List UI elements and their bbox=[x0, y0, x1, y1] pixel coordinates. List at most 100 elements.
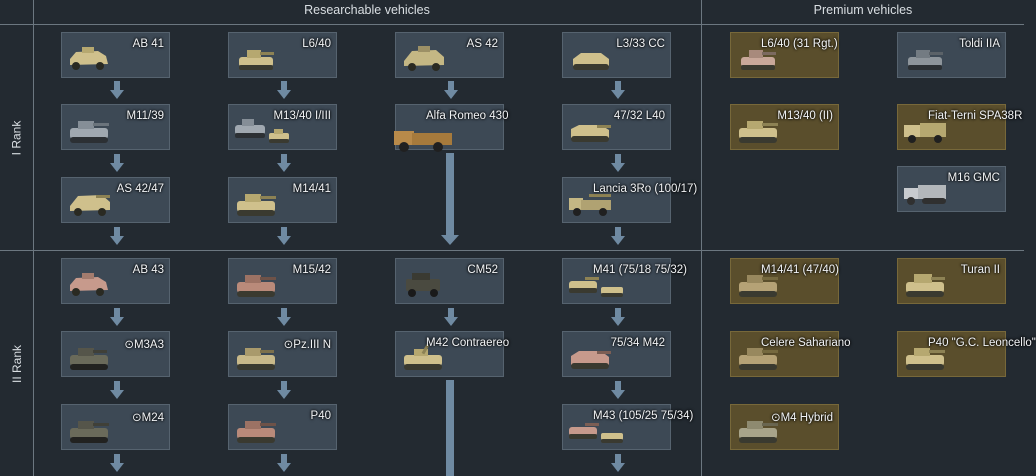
rank-2-label: II Rank bbox=[0, 251, 33, 476]
research-arrow bbox=[444, 308, 458, 327]
vehicle-card-m3a3[interactable]: ⊙M3A3 bbox=[61, 331, 170, 377]
rank-divider bbox=[0, 250, 1024, 251]
vehicle-name: M16 GMC bbox=[947, 172, 1000, 184]
research-arrow bbox=[611, 154, 625, 173]
vehicle-name: ⊙M4 Hybrid bbox=[770, 412, 833, 424]
vehicle-card-m4-hybrid[interactable]: ⊙M4 Hybrid bbox=[730, 404, 839, 450]
research-arrow bbox=[444, 81, 458, 100]
vehicle-card-turan-ii[interactable]: Turan II bbox=[897, 258, 1006, 304]
vehicle-card-ab43[interactable]: AB 43 bbox=[61, 258, 170, 304]
vehicle-name: Fiat-Terni SPA38R bbox=[928, 110, 1023, 122]
vehicle-name: Turan II bbox=[960, 264, 1000, 276]
halftrack-icon bbox=[904, 185, 946, 205]
rank-1-label: I Rank bbox=[0, 25, 33, 250]
research-arrow bbox=[110, 308, 124, 327]
research-arrow bbox=[110, 454, 124, 473]
research-arrow bbox=[110, 154, 124, 173]
vehicle-name: M14/41 bbox=[292, 183, 331, 195]
vehicle-card-toldi[interactable]: Toldi IIA bbox=[897, 32, 1006, 78]
light-tank-icon bbox=[239, 50, 274, 70]
vehicle-card-l640-31rgt[interactable]: L6/40 (31 Rgt.) bbox=[730, 32, 839, 78]
heavy-tank-icon bbox=[906, 348, 945, 370]
research-arrow bbox=[277, 308, 291, 327]
medium-tank-icon bbox=[739, 275, 778, 297]
research-arrow bbox=[110, 81, 124, 100]
vehicle-name: L6/40 bbox=[302, 38, 331, 50]
vehicle-card-m1340-ii[interactable]: M13/40 (II) bbox=[730, 104, 839, 150]
long-research-arrow bbox=[441, 153, 459, 245]
vehicle-card-m1340-iiii[interactable]: M13/40 I/III bbox=[228, 104, 337, 150]
spg-truck-icon bbox=[569, 194, 611, 216]
research-arrow bbox=[277, 81, 291, 100]
research-arrow bbox=[277, 381, 291, 400]
medium-tank-icon bbox=[739, 348, 778, 370]
premium-vehicles-header: Premium vehicles bbox=[813, 3, 913, 17]
vehicle-card-pz3n[interactable]: ⊙Pz.III N bbox=[228, 331, 337, 377]
spg-group-icon bbox=[569, 277, 623, 297]
research-arrow bbox=[611, 81, 625, 100]
tankette-icon bbox=[573, 53, 609, 70]
armored-car-icon bbox=[70, 195, 110, 216]
vehicle-name: M13/40 I/III bbox=[273, 110, 331, 122]
medium-tank-icon bbox=[739, 121, 778, 143]
vehicle-name: P40 bbox=[310, 410, 331, 422]
vehicle-name: Lancia 3Ro (100/17) bbox=[593, 183, 698, 195]
vehicle-card-m41[interactable]: M41 (75/18 75/32) bbox=[562, 258, 687, 304]
rank-1-text: I Rank bbox=[9, 120, 24, 155]
vehicle-card-m1441[interactable]: M14/41 bbox=[228, 177, 337, 223]
research-arrow bbox=[110, 227, 124, 246]
vehicle-name: M14/41 (47/40) bbox=[761, 264, 839, 276]
vehicle-name: ⊙M3A3 bbox=[124, 339, 164, 351]
vehicle-name: M13/40 (II) bbox=[777, 110, 833, 122]
vehicle-card-cm52[interactable]: CM52 bbox=[395, 258, 504, 304]
vehicle-card-alfa-romeo-430[interactable]: Alfa Romeo 430 bbox=[394, 104, 508, 152]
vehicle-name: L6/40 (31 Rgt.) bbox=[761, 38, 838, 50]
research-arrow bbox=[277, 227, 291, 246]
vehicle-card-p40[interactable]: P40 bbox=[228, 404, 337, 450]
long-research-arrow bbox=[441, 380, 459, 476]
vehicle-card-as42[interactable]: AS 42 bbox=[395, 32, 504, 78]
light-tank-icon bbox=[70, 421, 109, 443]
light-tank-icon bbox=[741, 50, 776, 70]
vehicle-name: M43 (105/25 75/34) bbox=[593, 410, 694, 422]
vehicle-card-as4247[interactable]: AS 42/47 bbox=[61, 177, 170, 223]
spg-group-icon bbox=[569, 423, 623, 443]
vehicle-card-ab41[interactable]: AB 41 bbox=[61, 32, 170, 78]
vehicle-name: AB 43 bbox=[132, 264, 164, 276]
vehicle-card-7534-m42[interactable]: 75/34 M42 bbox=[562, 331, 671, 377]
vehicle-card-l333cc[interactable]: L3/33 CC bbox=[562, 32, 671, 78]
vehicle-card-fiat-terni[interactable]: Fiat-Terni SPA38R bbox=[897, 104, 1023, 150]
vehicle-name: L3/33 CC bbox=[616, 38, 665, 50]
vehicle-card-m1139[interactable]: M11/39 bbox=[61, 104, 170, 150]
truck-icon bbox=[394, 131, 452, 152]
medium-tank-icon bbox=[237, 275, 276, 297]
vehicle-card-m24[interactable]: ⊙M24 bbox=[61, 404, 170, 450]
vehicle-card-m1542[interactable]: M15/42 bbox=[228, 258, 337, 304]
vehicle-card-m1441-4740[interactable]: M14/41 (47/40) bbox=[730, 258, 839, 304]
vehicle-card-m42-contraereo[interactable]: M42 Contraereo bbox=[395, 331, 510, 377]
vehicle-name: CM52 bbox=[467, 264, 498, 276]
research-arrow bbox=[277, 454, 291, 473]
medium-tank-icon bbox=[237, 348, 275, 370]
vehicle-card-m16gmc[interactable]: M16 GMC bbox=[897, 166, 1006, 212]
vehicle-card-lancia-3ro[interactable]: Lancia 3Ro (100/17) bbox=[562, 177, 698, 223]
medium-tank-icon bbox=[70, 121, 109, 143]
vehicle-card-l640[interactable]: L6/40 bbox=[228, 32, 337, 78]
vehicle-name: M42 Contraereo bbox=[426, 337, 510, 349]
premium-column-divider bbox=[701, 0, 702, 476]
medium-tank-icon bbox=[906, 274, 945, 297]
tank-destroyer-icon bbox=[571, 125, 611, 142]
medium-tank-icon bbox=[739, 421, 778, 443]
research-arrow bbox=[611, 308, 625, 327]
medium-tank-icon bbox=[237, 194, 276, 216]
vehicle-card-4732-l40[interactable]: 47/32 L40 bbox=[562, 104, 671, 150]
vehicle-card-m43[interactable]: M43 (105/25 75/34) bbox=[562, 404, 694, 450]
vehicle-card-celere-sahariano[interactable]: Celere Sahariano bbox=[730, 331, 851, 377]
spaa-icon bbox=[404, 344, 442, 370]
research-arrow bbox=[611, 454, 625, 473]
light-tank-icon bbox=[908, 50, 943, 70]
vehicle-name: AS 42/47 bbox=[116, 183, 164, 195]
vehicle-name: ⊙Pz.III N bbox=[283, 339, 331, 351]
tank-destroyer-icon bbox=[571, 351, 611, 369]
vehicle-card-p40-leoncello[interactable]: P40 "G.C. Leoncello" bbox=[897, 331, 1036, 377]
